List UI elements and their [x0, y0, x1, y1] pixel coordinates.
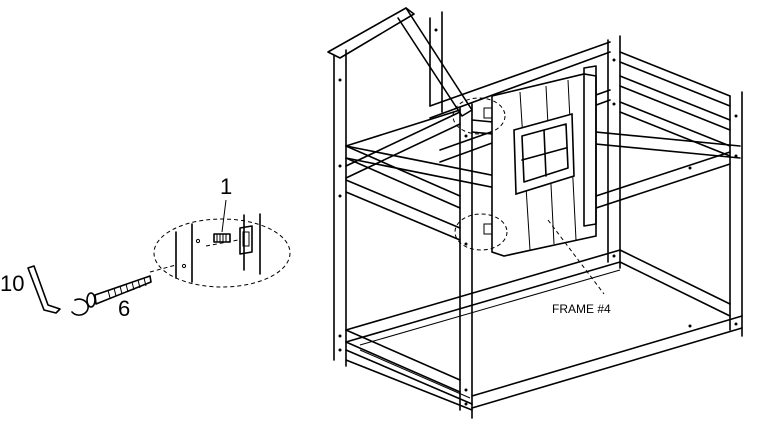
roof-right [397, 7, 473, 117]
left-back-post [333, 49, 347, 367]
detail-zoom-ellipse [153, 218, 291, 288]
allen-key-icon [27, 265, 61, 314]
barrel-nut-icon [213, 233, 231, 243]
part-1-label: 1 [220, 174, 233, 199]
bolt-icon [86, 275, 152, 308]
right-back-post [607, 35, 621, 269]
washer-icon [71, 298, 89, 316]
detail-post [175, 223, 193, 283]
roof-left [327, 7, 415, 59]
frame-4-panel [452, 65, 605, 295]
detail-callout [149, 199, 291, 288]
part-6-label: 6 [118, 296, 131, 321]
detail-rail [243, 213, 261, 275]
frame-4-label: FRAME #4 [552, 302, 611, 316]
detail-bracket [239, 225, 253, 255]
right-front-post [729, 91, 743, 337]
part-10-label: 10 [0, 271, 25, 296]
bunk-bed-frame [327, 7, 743, 419]
left-front-post [459, 103, 473, 419]
